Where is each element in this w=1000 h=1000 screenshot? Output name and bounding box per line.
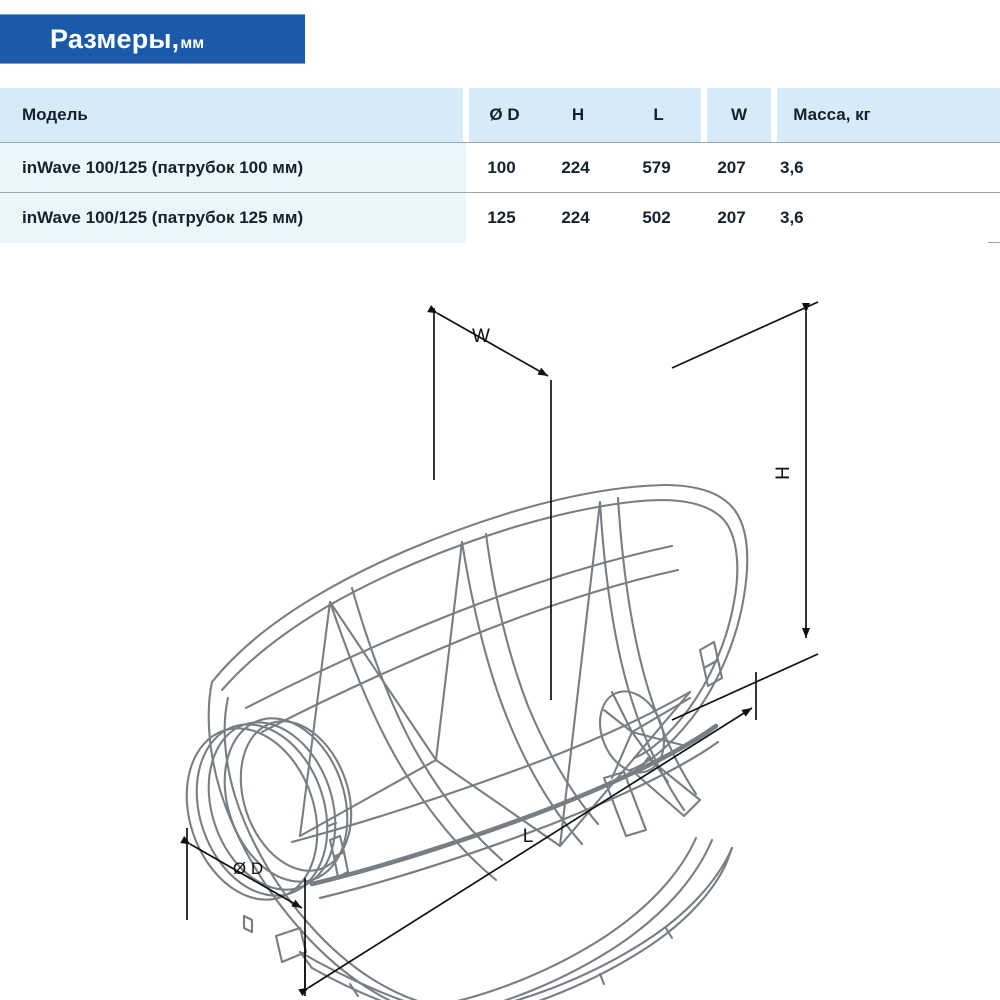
cell-length: 579 [614, 142, 699, 193]
banner-text-wrap: Размеры,мм [0, 24, 204, 55]
table-header-row: Модель Ø D H L W Масса, кг [0, 88, 1000, 142]
banner-title: Размеры, [50, 23, 180, 54]
section-title-banner: Размеры,мм [0, 14, 305, 64]
h-extension-bottom [671, 653, 819, 721]
column-header-length: L [616, 88, 701, 142]
banner-unit: мм [180, 34, 205, 52]
table-row: inWave 100/125 (патрубок 125 мм) 125 224… [0, 192, 1000, 243]
dimension-lines [180, 301, 819, 997]
cell-mass: 3,6 [764, 142, 988, 193]
column-header-model: Модель [0, 88, 464, 142]
cell-width: 207 [699, 142, 764, 193]
product-body-outline [185, 483, 749, 1000]
dimension-label-l: L [523, 826, 534, 847]
d-dimension-arrow [180, 836, 303, 909]
cell-model: inWave 100/125 (патрубок 100 мм) [0, 142, 466, 193]
cell-width: 207 [699, 192, 764, 243]
header-gap [771, 88, 778, 142]
dimension-label-h: H [773, 466, 794, 480]
dimensions-table: Модель Ø D H L W Масса, кг inWave 100/12… [0, 88, 1000, 243]
header-gap [463, 88, 470, 142]
w-dimension-arrow [427, 305, 549, 377]
cell-diameter: 125 [466, 192, 537, 243]
technical-drawing: W H L Ø D [0, 280, 1000, 1000]
column-header-width: W [706, 88, 772, 142]
column-header-height: H [539, 88, 617, 142]
table-bottom-rule [0, 242, 1000, 243]
cell-height: 224 [537, 142, 614, 193]
column-header-mass: Масса, кг [777, 88, 1000, 142]
dimension-label-w: W [472, 326, 490, 347]
dimension-label-diameter: Ø D [233, 859, 263, 878]
table-row: inWave 100/125 (патрубок 100 мм) 100 224… [0, 142, 1000, 193]
cell-diameter: 100 [466, 142, 537, 193]
cell-mass: 3,6 [764, 192, 988, 243]
cell-length: 502 [614, 192, 699, 243]
cell-height: 224 [537, 192, 614, 243]
header-gap [700, 88, 707, 142]
dimension-labels: W H L Ø D [233, 326, 794, 878]
h-extension-top [671, 301, 819, 369]
l-dimension-arrow [298, 707, 753, 997]
column-header-diameter: Ø D [469, 88, 540, 142]
cell-model: inWave 100/125 (патрубок 125 мм) [0, 192, 466, 243]
